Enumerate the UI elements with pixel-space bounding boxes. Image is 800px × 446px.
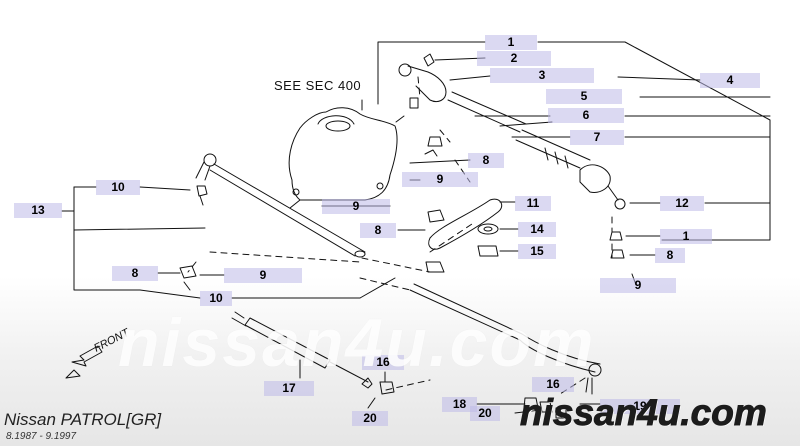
callout-15[interactable]: 15 [518,244,556,259]
callout-11[interactable]: 11 [515,196,551,211]
callout-9-left[interactable]: 9 [224,268,302,283]
steering-damper [244,317,331,369]
callout-13[interactable]: 13 [14,203,62,218]
callout-8-upper[interactable]: 8 [468,153,504,168]
center-link [409,283,601,373]
adjusting-tube [447,91,527,133]
callout-1-top[interactable]: 1 [485,35,537,50]
callout-9-center[interactable]: 9 [322,199,390,214]
cross-rod-left [209,163,366,257]
callout-4[interactable]: 4 [700,73,760,88]
leader-line [409,159,471,164]
leader-line [73,227,206,231]
callout-12[interactable]: 12 [660,196,704,211]
leader-line [359,277,396,299]
leader-line [377,41,486,105]
callout-19[interactable]: 19 [600,399,680,414]
callout-20-right[interactable]: 20 [470,406,500,421]
watermark-large: nissan4u.com [118,305,596,381]
leader-line [617,76,701,81]
callout-20-left[interactable]: 20 [352,411,388,426]
leader-line [73,186,201,299]
watermark-small: nissan4u.com [520,392,768,434]
callout-10-left[interactable]: 10 [96,180,140,195]
leader-line [367,397,376,409]
leader-line [514,409,541,414]
ball-joint-right-lower [579,164,611,193]
callout-3[interactable]: 3 [490,68,594,83]
callout-5[interactable]: 5 [546,89,622,104]
callout-8-center[interactable]: 8 [360,223,396,238]
leader-line [449,75,491,81]
callout-16-left[interactable]: 16 [362,355,404,370]
callout-1-right[interactable]: 1 [660,229,712,244]
callout-10-lower[interactable]: 10 [200,291,232,306]
callout-8-right[interactable]: 8 [655,248,685,263]
idler-arm [428,198,503,250]
callout-2[interactable]: 2 [477,51,551,66]
callout-18[interactable]: 18 [442,397,477,412]
callout-7[interactable]: 7 [570,130,624,145]
callout-9-upper[interactable]: 9 [402,172,478,187]
ball-joint-right-upper [398,63,412,77]
leader-line [139,186,191,191]
sleeve [515,129,591,169]
front-arrow-icon [71,345,103,367]
callout-14[interactable]: 14 [518,222,556,237]
callout-8-left[interactable]: 8 [112,266,158,281]
model-name: Nissan PATROL[GR] [4,410,162,429]
callout-16-right[interactable]: 16 [532,377,574,392]
production-dates: 8.1987 - 9.1997 [6,431,77,442]
see-sec-reference: SEE SEC 400 [274,78,362,93]
leader-line [537,41,771,241]
leader-line [434,57,486,61]
callout-9-right[interactable]: 9 [600,278,676,293]
callout-17[interactable]: 17 [264,381,314,396]
callout-6[interactable]: 6 [548,108,624,123]
